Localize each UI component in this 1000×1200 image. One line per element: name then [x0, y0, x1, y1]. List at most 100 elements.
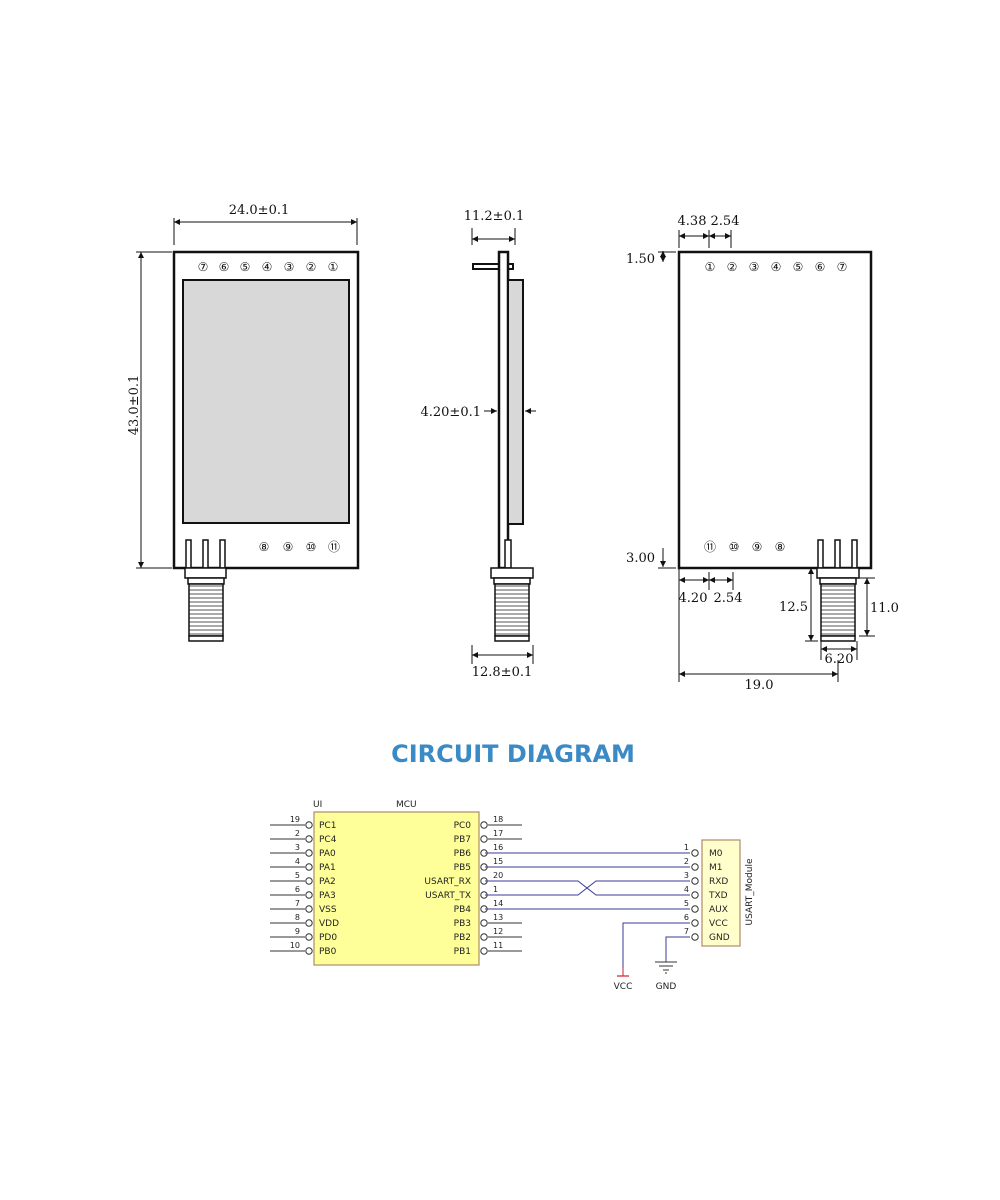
module-pin-number: 6 — [684, 913, 689, 922]
front-pin: ① — [328, 260, 339, 274]
mcu-pin-number: 16 — [493, 843, 503, 852]
front-pin: ⑤ — [240, 260, 251, 274]
front-height-dim: 43.0±0.1 — [127, 375, 142, 436]
module-pin-number: 5 — [684, 899, 689, 908]
mcu-pin-number: 3 — [295, 843, 300, 852]
front-view: 24.0±0.1 43.0±0.1 ⑦ ⑥ ⑤ ④ ③ ② ① ⑧ ⑨ ⑩ ⑪ — [127, 203, 360, 642]
back-pin: ⑩ — [729, 540, 740, 554]
mcu-pin-dot — [305, 849, 313, 857]
mcu-pin-dot — [305, 821, 313, 829]
back-pin: ② — [727, 260, 738, 274]
back-pin: ④ — [771, 260, 782, 274]
mcu-pin-dot — [305, 863, 313, 871]
gnd-label: GND — [656, 982, 677, 992]
mcu-pin-dot — [305, 947, 313, 955]
back-top-margin-dim: 1.50 — [626, 252, 655, 267]
mcu-pin-number: 2 — [295, 829, 300, 838]
mcu-pin-dot — [305, 933, 313, 941]
back-pin: ⑥ — [815, 260, 826, 274]
module-pin-number: 1 — [684, 843, 689, 852]
mcu-pin-number: 11 — [493, 941, 503, 950]
front-pin: ⑨ — [283, 540, 294, 554]
mcu-pin-name: PA0 — [319, 849, 336, 859]
module-pin-dot — [691, 933, 699, 941]
mcu-pin-name: PC0 — [454, 821, 472, 831]
mcu-pin-name: PB6 — [454, 849, 472, 859]
front-antenna-connector — [184, 567, 227, 642]
mcu-pin-name: PB2 — [454, 933, 471, 943]
module-pin-dot — [691, 849, 699, 857]
mcu-pin-name: VSS — [319, 905, 337, 915]
front-top-pins: ⑦ ⑥ ⑤ ④ ③ ② ① — [198, 260, 339, 274]
module-pin-dot — [691, 891, 699, 899]
module-pin-name: GND — [709, 933, 730, 943]
front-bottom-pins: ⑧ ⑨ ⑩ ⑪ — [259, 540, 340, 554]
front-pin: ③ — [284, 260, 295, 274]
module-label: USART_Module — [745, 858, 755, 925]
module-pin-name: VCC — [709, 919, 728, 929]
side-antenna-connector — [490, 567, 534, 642]
module-pin-name: RXD — [709, 877, 728, 887]
front-pin: ④ — [262, 260, 273, 274]
back-board-outline — [677, 250, 873, 570]
back-pin: ① — [705, 260, 716, 274]
mcu-pin-dot — [480, 947, 488, 955]
mcu-pin-dot — [480, 919, 488, 927]
mcu-pin-name: PB4 — [454, 905, 472, 915]
mcu-pin-dot — [480, 821, 488, 829]
module-pin-name: AUX — [709, 905, 728, 915]
mcu-pin-number: 12 — [493, 927, 503, 936]
side-thickness-dim: 4.20±0.1 — [420, 405, 481, 420]
gnd-symbol: GND — [655, 961, 677, 992]
mcu-pin-number: 10 — [290, 941, 300, 950]
back-pin: ⑦ — [837, 260, 848, 274]
mcu-pin-number: 14 — [493, 899, 503, 908]
module-pin-number: 2 — [684, 857, 689, 866]
mcu-pin-dot — [305, 905, 313, 913]
mcu-chip — [313, 811, 480, 966]
mcu-pin-name: PA2 — [319, 877, 336, 887]
vcc-label: VCC — [614, 982, 633, 992]
mcu-pin-name: PC1 — [319, 821, 336, 831]
back-antenna-pos-dim: 19.0 — [745, 678, 774, 693]
back-view: 4.38 2.54 1.50 ① ② ③ ④ ⑤ ⑥ ⑦ ⑪ ⑩ ⑨ ⑧ 3.0… — [626, 214, 899, 693]
side-board — [497, 250, 510, 570]
mcu-pin-number: 15 — [493, 857, 503, 866]
mcu-pin-dot — [480, 835, 488, 843]
mcu-pin-dot — [480, 933, 488, 941]
side-bottom-dim: 12.8±0.1 — [472, 665, 533, 680]
side-view: 11.2±0.1 4.20±0.1 12.8±0.1 — [420, 209, 536, 680]
mcu-pin-name: PD0 — [319, 933, 337, 943]
back-pin: ③ — [749, 260, 760, 274]
back-pin-offset-dim: 4.38 — [678, 214, 707, 229]
mcu-pin-name: USART_RX — [424, 877, 471, 887]
module-pin-name: M0 — [709, 849, 723, 859]
front-width-dim: 24.0±0.1 — [229, 203, 290, 218]
module-pin-dot — [691, 877, 699, 885]
front-shield — [182, 279, 350, 524]
mcu-pin-number: 17 — [493, 829, 503, 838]
mcu-pin-name: PB0 — [319, 947, 337, 957]
front-pin: ② — [306, 260, 317, 274]
circuit-diagram: UI MCU 19PC12PC43PA04PA15PA26PA37VSS8VDD… — [270, 800, 755, 992]
circuit-title: CIRCUIT DIAGRAM — [391, 740, 635, 768]
mcu-pin-name: PB7 — [454, 835, 471, 845]
vcc-symbol: VCC — [614, 968, 633, 992]
mcu-pin-number: 7 — [295, 899, 300, 908]
back-pin: ⑧ — [775, 540, 786, 554]
mcu-pin-dot — [305, 877, 313, 885]
mcu-pin-number: 13 — [493, 913, 503, 922]
module-pin-dot — [691, 863, 699, 871]
back-antenna-width-dim: 6.20 — [825, 652, 854, 667]
back-pin-pitch-top-dim: 2.54 — [711, 214, 740, 229]
module-pin-number: 4 — [684, 885, 689, 894]
back-pin-pitch-bottom-dim: 2.54 — [714, 591, 743, 606]
mcu-pin-name: PA1 — [319, 863, 336, 873]
mcu-pin-name: PA3 — [319, 891, 336, 901]
mcu-pin-number: 1 — [493, 885, 498, 894]
mcu-left-pins: 19PC12PC43PA04PA15PA26PA37VSS8VDD9PD010P… — [270, 815, 339, 957]
back-pin: ⑪ — [704, 540, 716, 554]
mcu-pin-dot — [305, 891, 313, 899]
